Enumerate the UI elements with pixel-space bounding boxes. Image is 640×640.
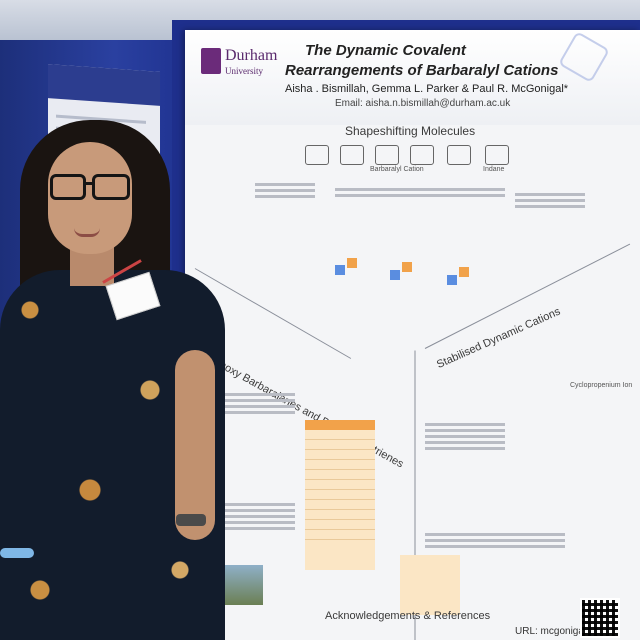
section-title-acknowledgements: Acknowledgements & References <box>325 610 491 622</box>
poster-authors: Aisha . Bismillah, Gemma L. Parker & Pau… <box>285 83 569 95</box>
durham-shield-icon <box>201 48 221 74</box>
molecule-structure <box>485 145 509 165</box>
label-cyclopropenium: Cyclopropenium Ion <box>570 382 633 389</box>
poster-title-line2: Rearrangements of Barbaralyl Cations <box>285 62 559 79</box>
label-barbaralyl: Barbaralyl Cation <box>370 166 424 173</box>
text-block <box>205 500 295 533</box>
section-title-dynamic: Stabilised Dynamic Cations <box>435 305 563 371</box>
text-block <box>255 180 315 201</box>
qr-code-icon <box>580 598 620 638</box>
glasses-bridge <box>83 182 94 185</box>
text-block <box>335 185 505 200</box>
cube-graphic <box>347 258 357 268</box>
person-arm <box>175 350 215 540</box>
glasses-icon <box>92 174 130 200</box>
section-divider <box>424 243 631 349</box>
logo-sub: University <box>225 66 263 76</box>
data-table <box>400 555 460 615</box>
poster-email: Email: aisha.n.bismillah@durham.ac.uk <box>335 98 511 109</box>
cube-graphic <box>390 270 400 280</box>
text-block <box>425 530 565 551</box>
cube-graphic <box>335 265 345 275</box>
text-block <box>515 190 585 211</box>
molecule-structure <box>305 145 329 165</box>
data-table <box>305 420 375 570</box>
text-block <box>425 420 505 453</box>
molecule-structure <box>447 145 471 165</box>
section-title-shapeshifting: Shapeshifting Molecules <box>345 124 476 138</box>
cube-graphic <box>402 262 412 272</box>
poster-header <box>185 30 640 125</box>
logo-name: Durham <box>225 47 278 64</box>
molecule-structure <box>410 145 434 165</box>
poster-title-line1: The Dynamic Covalent <box>305 42 466 59</box>
molecule-structure <box>340 145 364 165</box>
cube-graphic <box>459 267 469 277</box>
poster-url: URL: mcgonigalgroup <box>515 626 612 637</box>
person-smile <box>74 228 100 237</box>
cube-graphic <box>447 275 457 285</box>
watch-icon <box>176 514 206 526</box>
research-poster: Durham University The Dynamic Covalent R… <box>185 30 640 640</box>
bracelet <box>0 548 34 558</box>
text-block <box>205 390 295 417</box>
label-indane: Indane <box>483 166 505 173</box>
background-poster-header <box>48 64 160 106</box>
person-dress <box>0 270 225 640</box>
glasses-icon <box>50 174 86 200</box>
molecule-structure <box>375 145 399 165</box>
